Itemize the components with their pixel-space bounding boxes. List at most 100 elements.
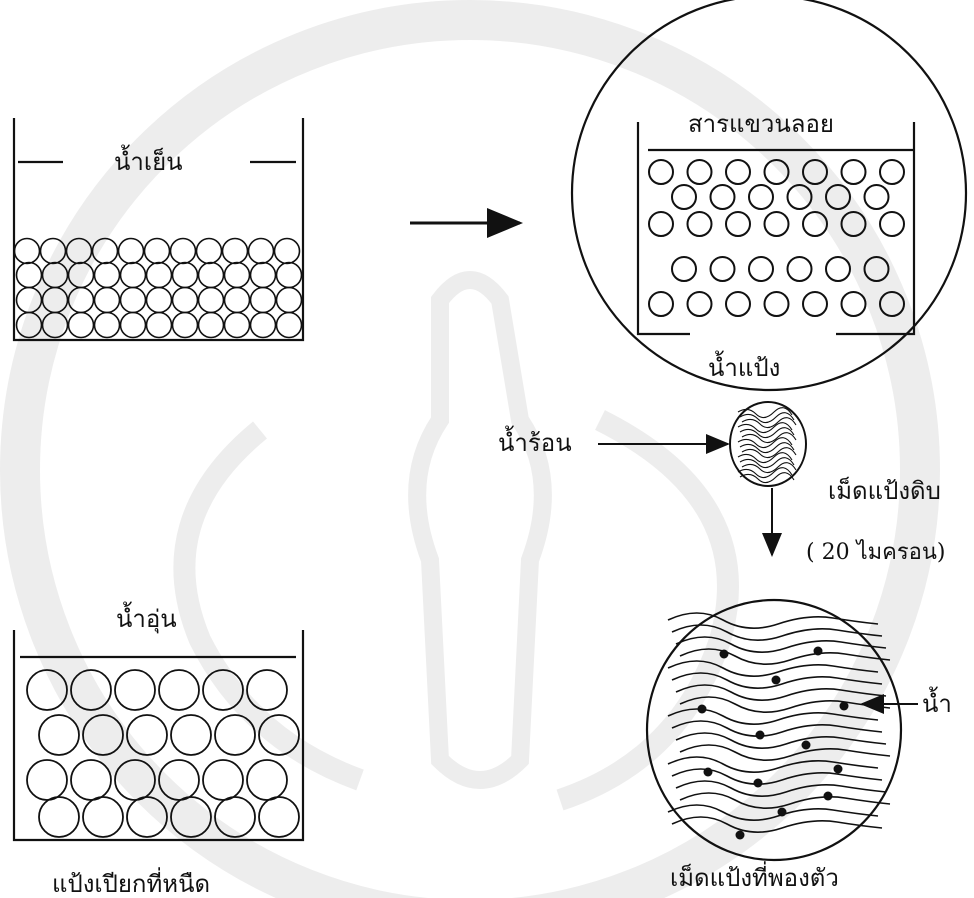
starch-granule <box>672 257 696 281</box>
water-label: น้ำ <box>922 692 952 716</box>
starch-granule <box>197 239 222 264</box>
starch-granule <box>249 239 274 264</box>
starch-granule <box>171 239 196 264</box>
starch-granule <box>726 160 750 184</box>
starch-slurry-label: น้ำแป้ง <box>708 356 780 380</box>
starch-granule <box>147 313 172 338</box>
water-dot <box>754 779 763 788</box>
water-dot <box>720 650 729 659</box>
starch-granule <box>247 760 287 800</box>
starch-granule <box>225 288 250 313</box>
amylose-fiber <box>680 745 890 760</box>
raw-granule-fibers <box>738 408 796 483</box>
starch-granule <box>225 263 250 288</box>
starch-granule <box>711 185 735 209</box>
starch-granule <box>199 263 224 288</box>
hot-water-label: น้ำร้อน <box>498 431 572 455</box>
starch-granule <box>803 292 827 316</box>
starch-granule <box>39 715 79 755</box>
starch-granule <box>688 292 712 316</box>
starch-granule <box>145 239 170 264</box>
amylose-fiber <box>742 433 796 443</box>
starch-granule <box>15 239 40 264</box>
starch-granule <box>672 185 696 209</box>
starch-granule <box>147 263 172 288</box>
starch-granule <box>171 715 211 755</box>
water-dot <box>840 702 849 711</box>
starch-granule <box>39 797 79 837</box>
water-dot <box>736 831 745 840</box>
starch-granule <box>199 313 224 338</box>
swollen-granule-label: เม็ดแป้งที่พองตัว <box>670 866 839 890</box>
starch-granule <box>121 263 146 288</box>
starch-granule <box>173 313 198 338</box>
starch-granule <box>842 160 866 184</box>
starch-granule <box>251 313 276 338</box>
starch-granule <box>259 797 299 837</box>
starch-granule <box>127 715 167 755</box>
starch-granule <box>95 263 120 288</box>
water-dot <box>834 765 843 774</box>
starch-granule <box>251 263 276 288</box>
starch-granule <box>765 212 789 236</box>
starch-granule <box>726 212 750 236</box>
starch-granule <box>649 160 673 184</box>
water-dot <box>698 705 707 714</box>
starch-granule <box>880 160 904 184</box>
starch-granule <box>95 313 120 338</box>
amylose-fiber <box>742 463 796 473</box>
starch-granule <box>649 212 673 236</box>
sticky-wet-starch-label: แป้งเปียกที่หนืด <box>52 872 210 896</box>
starch-granule <box>726 292 750 316</box>
starch-granule <box>83 797 123 837</box>
starch-granule <box>203 760 243 800</box>
starch-granule <box>199 288 224 313</box>
water-dot <box>772 676 781 685</box>
amylose-fiber <box>742 418 796 428</box>
starch-granule <box>17 263 42 288</box>
water-dot <box>778 808 787 817</box>
starch-granule <box>788 257 812 281</box>
water-dot <box>756 731 765 740</box>
starch-granule <box>159 670 199 710</box>
starch-granule <box>247 670 287 710</box>
starch-granule <box>251 288 276 313</box>
starch-granule <box>277 263 302 288</box>
amylose-fiber <box>742 448 796 458</box>
suspension-label: สารแขวนลอย <box>688 112 834 136</box>
starch-granule <box>688 160 712 184</box>
warm-water-label: น้ำอุ่น <box>116 607 177 631</box>
starch-granule <box>826 257 850 281</box>
water-dot <box>814 647 823 656</box>
water-dot <box>704 768 713 777</box>
starch-granule <box>688 212 712 236</box>
starch-granule <box>121 313 146 338</box>
starch-granule <box>649 292 673 316</box>
raw-granule <box>730 402 806 486</box>
starch-granule <box>865 185 889 209</box>
starch-granule <box>277 313 302 338</box>
starch-granule <box>749 185 773 209</box>
starch-granule <box>147 288 172 313</box>
starch-granule <box>173 288 198 313</box>
starch-granule <box>69 313 94 338</box>
starch-granule <box>223 239 248 264</box>
starch-granule <box>215 715 255 755</box>
starch-granule <box>95 288 120 313</box>
starch-granule <box>119 239 144 264</box>
granule-size-label: ( 20 ไมครอน) <box>806 542 946 564</box>
starch-granule <box>275 239 300 264</box>
starch-granule <box>765 292 789 316</box>
starch-granule <box>880 212 904 236</box>
raw-granule-label: เม็ดแป้งดิบ <box>828 479 941 503</box>
cold-water-label: น้ำเย็น <box>114 150 183 174</box>
starch-granule <box>225 313 250 338</box>
starch-granule <box>121 288 146 313</box>
water-dot <box>802 741 811 750</box>
starch-granule <box>749 257 773 281</box>
starch-granule <box>71 760 111 800</box>
starch-granule <box>27 760 67 800</box>
starch-granule <box>115 670 155 710</box>
water-dot <box>824 792 833 801</box>
